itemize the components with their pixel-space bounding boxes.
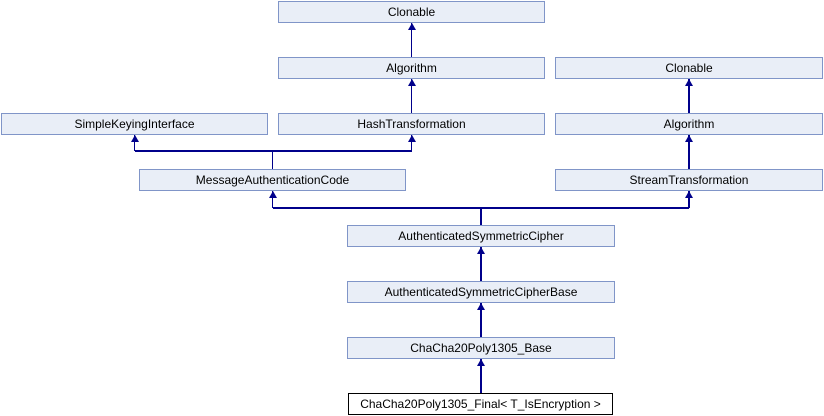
edge-segment-algorithm-2-to-clonable-2	[688, 79, 690, 113]
edge-segment-authenticated-symmetric-cipher-to-message-authentication-code	[271, 191, 274, 208]
edge-segment-message-authentication-code-to-simple-keying-interface	[134, 150, 273, 152]
edge-segment-message-authentication-code-to-simple-keying-interface	[133, 135, 136, 151]
inheritance-arrowhead-icon	[407, 79, 416, 86]
class-node-hash-transformation[interactable]: HashTransformation	[278, 113, 545, 135]
inheritance-arrowhead-icon	[407, 23, 416, 30]
class-node-chacha20poly1305-base[interactable]: ChaCha20Poly1305_Base	[347, 337, 615, 359]
class-node-authenticated-symmetric-cipher[interactable]: AuthenticatedSymmetricCipher	[347, 225, 615, 247]
edge-segment-algorithm-1-to-clonable-1	[410, 23, 413, 57]
class-node-algorithm-1[interactable]: Algorithm	[278, 57, 545, 79]
inheritance-arrowhead-icon	[685, 191, 693, 198]
edge-segment-authenticated-symmetric-cipher-to-stream-transformation	[688, 191, 690, 208]
inheritance-arrowhead-icon	[685, 79, 693, 86]
edge-segment-stream-transformation-to-algorithm-2	[688, 135, 690, 169]
edge-segment-message-authentication-code-to-hash-transformation	[272, 150, 412, 152]
inheritance-arrowhead-icon	[477, 303, 485, 310]
edge-segment-message-authentication-code-to-hash-transformation	[271, 151, 274, 169]
class-node-clonable-1[interactable]: Clonable	[278, 1, 545, 23]
class-node-authenticated-symmetric-cipher-base[interactable]: AuthenticatedSymmetricCipherBase	[347, 281, 615, 303]
class-node-clonable-2[interactable]: Clonable	[555, 57, 823, 79]
inheritance-arrowhead-icon	[407, 135, 416, 142]
inheritance-arrowhead-icon	[477, 359, 485, 366]
inheritance-arrowhead-icon	[685, 135, 693, 142]
edge-segment-authenticated-symmetric-cipher-to-message-authentication-code	[272, 207, 481, 209]
edge-segment-authenticated-symmetric-cipher-base-to-authenticated-symmetric-cipher	[480, 247, 482, 281]
edge-segment-message-authentication-code-to-hash-transformation	[410, 135, 413, 151]
inheritance-arrowhead-icon	[477, 247, 485, 254]
edge-segment-authenticated-symmetric-cipher-to-stream-transformation	[480, 208, 482, 225]
class-node-simple-keying-interface[interactable]: SimpleKeyingInterface	[1, 113, 268, 135]
edge-segment-authenticated-symmetric-cipher-to-stream-transformation	[481, 207, 689, 209]
edge-segment-chacha20poly1305-final-to-chacha20poly1305-base	[480, 359, 482, 393]
inheritance-arrowhead-icon	[130, 135, 139, 142]
edge-segment-chacha20poly1305-base-to-authenticated-symmetric-cipher-base	[480, 303, 482, 337]
class-node-algorithm-2[interactable]: Algorithm	[555, 113, 823, 135]
class-node-stream-transformation[interactable]: StreamTransformation	[555, 169, 823, 191]
edge-segment-hash-transformation-to-algorithm-1	[410, 79, 413, 113]
class-node-chacha20poly1305-final: ChaCha20Poly1305_Final< T_IsEncryption >	[348, 393, 613, 415]
class-node-message-authentication-code[interactable]: MessageAuthenticationCode	[139, 169, 406, 191]
inheritance-arrowhead-icon	[268, 191, 277, 198]
